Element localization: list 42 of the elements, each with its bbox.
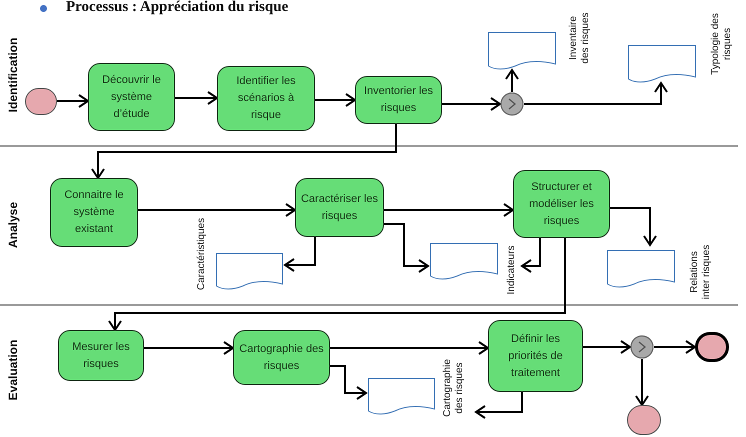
document-label: Relations inter risques (689, 244, 713, 302)
arrow (521, 238, 541, 273)
lane-label: Identification (7, 36, 19, 114)
arrow (583, 340, 631, 354)
arrow (108, 238, 566, 331)
arrow (475, 392, 523, 419)
document-label: Cartographie des risques (442, 358, 466, 418)
arrow (505, 69, 519, 92)
arrow (610, 207, 657, 246)
lane-label: Evaluation (7, 338, 19, 402)
arrow (57, 94, 89, 108)
arrow (315, 93, 356, 107)
title: Processus : Appréciation du risque (66, 0, 288, 16)
task-box: Cartographie des risques (233, 330, 330, 385)
arrow (144, 341, 234, 355)
lane-label: Analyse (7, 200, 19, 250)
task-box: Identifier les scénarios à risque (217, 66, 315, 131)
arrow (330, 341, 489, 355)
document-label: Typologie des risques (710, 12, 734, 77)
arrow (524, 82, 668, 105)
arrow (330, 365, 367, 400)
arrow (635, 359, 649, 406)
task-box: Découvrir le système d’étude (88, 63, 175, 131)
task-box: Connaitre le système existant (50, 178, 138, 247)
document-label: Caractéristiques (196, 216, 208, 292)
task-box: Structurer et modéliser les risques (513, 170, 610, 238)
gateway-icon (630, 335, 654, 359)
document-label: Inventaire des risques (568, 11, 592, 66)
document-label: Indicateurs (506, 244, 518, 296)
gateway-icon (500, 92, 524, 116)
arrow (284, 237, 316, 272)
arrow (384, 223, 429, 273)
task-box: Inventorier les risques (355, 76, 442, 124)
task-box: Définir les priorités de traitement (488, 320, 583, 392)
arrow (91, 124, 397, 179)
arrow (175, 91, 218, 105)
task-box: Mesurer les risques (58, 330, 144, 381)
arrow (654, 340, 696, 354)
task-box: Caractériser les risques (295, 178, 384, 237)
arrow (138, 203, 296, 217)
arrow (442, 97, 501, 111)
arrow (384, 203, 514, 217)
